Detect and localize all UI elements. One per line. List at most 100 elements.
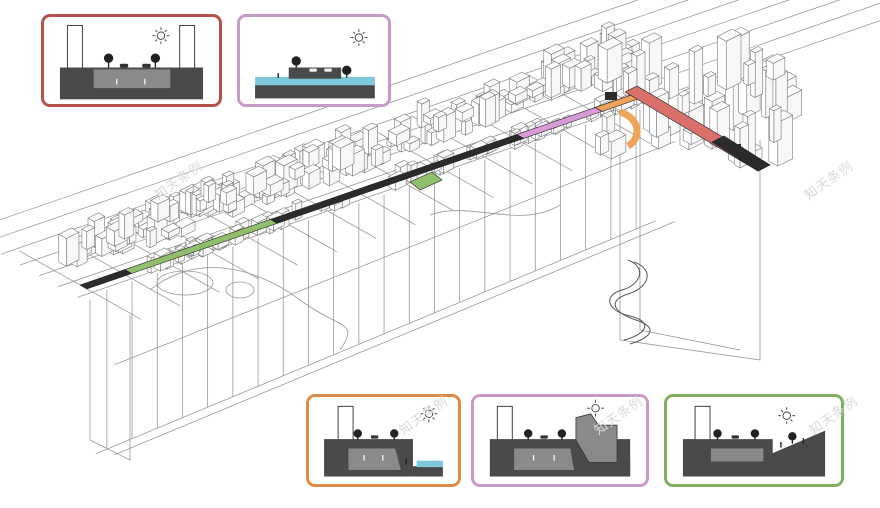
tower-right bbox=[179, 24, 196, 73]
tree-icons bbox=[713, 429, 797, 444]
building bbox=[288, 161, 306, 181]
park-loop bbox=[156, 270, 214, 296]
building bbox=[479, 91, 497, 128]
route-segment bbox=[79, 269, 133, 290]
person-icons bbox=[532, 455, 555, 461]
building bbox=[145, 225, 157, 249]
park-loop bbox=[225, 281, 255, 299]
building bbox=[508, 85, 528, 105]
base-outline bbox=[114, 221, 675, 455]
orange-curve-ramp bbox=[618, 108, 641, 150]
car-icons bbox=[370, 435, 379, 439]
building bbox=[301, 164, 321, 190]
building bbox=[597, 37, 623, 84]
sun-icon bbox=[420, 405, 438, 423]
building bbox=[743, 59, 757, 87]
spiral-ramp-path bbox=[609, 259, 646, 341]
person-icons bbox=[116, 78, 146, 85]
building bbox=[302, 144, 320, 169]
sun-icon bbox=[778, 407, 796, 425]
sun-icon bbox=[152, 27, 170, 45]
car-icons bbox=[119, 63, 151, 68]
building bbox=[594, 130, 610, 156]
person-icons bbox=[363, 455, 407, 465]
ground-block bbox=[255, 85, 375, 99]
branch-outline bbox=[619, 100, 761, 361]
building bbox=[203, 179, 217, 204]
section-drawing-red bbox=[59, 24, 204, 100]
tree-icons bbox=[103, 53, 161, 68]
underground-structure-lines bbox=[89, 100, 761, 461]
section-panel-orange bbox=[306, 394, 461, 487]
street-line bbox=[0, 0, 690, 238]
raised-deck bbox=[288, 67, 342, 79]
building bbox=[454, 102, 475, 123]
building bbox=[387, 123, 411, 147]
tower-left bbox=[66, 24, 83, 73]
building bbox=[331, 136, 355, 171]
route-node bbox=[605, 92, 617, 100]
car-icons bbox=[540, 435, 548, 439]
person-icons bbox=[277, 73, 279, 78]
route-node bbox=[729, 144, 741, 152]
sun-icon bbox=[350, 29, 368, 46]
section-panel-purple-top bbox=[237, 14, 391, 107]
building bbox=[118, 207, 135, 240]
tree-icons bbox=[523, 429, 567, 441]
building bbox=[160, 222, 181, 240]
water-strip bbox=[255, 76, 375, 87]
section-drawing-orange bbox=[324, 405, 443, 477]
end-box bbox=[89, 300, 131, 461]
tower bbox=[694, 405, 711, 443]
building bbox=[544, 61, 562, 99]
tower bbox=[337, 405, 354, 443]
building bbox=[220, 184, 238, 206]
sunken-corridor bbox=[93, 69, 171, 89]
building bbox=[370, 143, 384, 168]
car-icons bbox=[731, 435, 740, 439]
lower-ground bbox=[412, 466, 443, 477]
building bbox=[574, 60, 592, 92]
route-green-plaza bbox=[409, 171, 443, 191]
sunken-corridor bbox=[710, 448, 764, 462]
park-path bbox=[429, 204, 561, 216]
section-panel-green bbox=[664, 394, 844, 487]
section-drawing-purple-bottom bbox=[489, 399, 631, 477]
building bbox=[81, 224, 96, 251]
section-panel-red bbox=[41, 14, 222, 107]
building bbox=[716, 28, 742, 91]
lower-step bbox=[617, 460, 631, 477]
sun-icon bbox=[587, 399, 604, 417]
base-outline bbox=[95, 220, 656, 455]
park-path bbox=[149, 267, 349, 351]
person-icons bbox=[780, 438, 805, 448]
section-drawing-purple-top bbox=[255, 29, 375, 99]
mid-outline bbox=[114, 141, 675, 365]
building bbox=[432, 110, 447, 133]
building bbox=[703, 71, 717, 98]
section-panel-purple-bottom bbox=[471, 394, 649, 487]
tree-icons bbox=[353, 429, 399, 441]
linear-route bbox=[79, 85, 771, 290]
car-icons bbox=[309, 68, 332, 72]
branch-outline bbox=[639, 110, 741, 351]
sunken-plaza bbox=[348, 448, 401, 470]
tower bbox=[496, 405, 513, 443]
section-drawing-green bbox=[682, 405, 826, 477]
building bbox=[765, 53, 786, 81]
spiral-ramp bbox=[609, 259, 651, 345]
water-strip bbox=[416, 460, 443, 468]
building bbox=[688, 44, 704, 105]
stepped-building bbox=[575, 413, 618, 463]
building bbox=[58, 227, 80, 267]
tree-icons bbox=[291, 56, 352, 78]
spiral-ramp-path bbox=[614, 261, 651, 345]
building bbox=[150, 194, 171, 223]
sunken-concourse bbox=[514, 448, 575, 470]
route-branch-black bbox=[711, 135, 771, 172]
building bbox=[245, 165, 268, 196]
building bbox=[768, 104, 782, 144]
building bbox=[525, 81, 544, 99]
